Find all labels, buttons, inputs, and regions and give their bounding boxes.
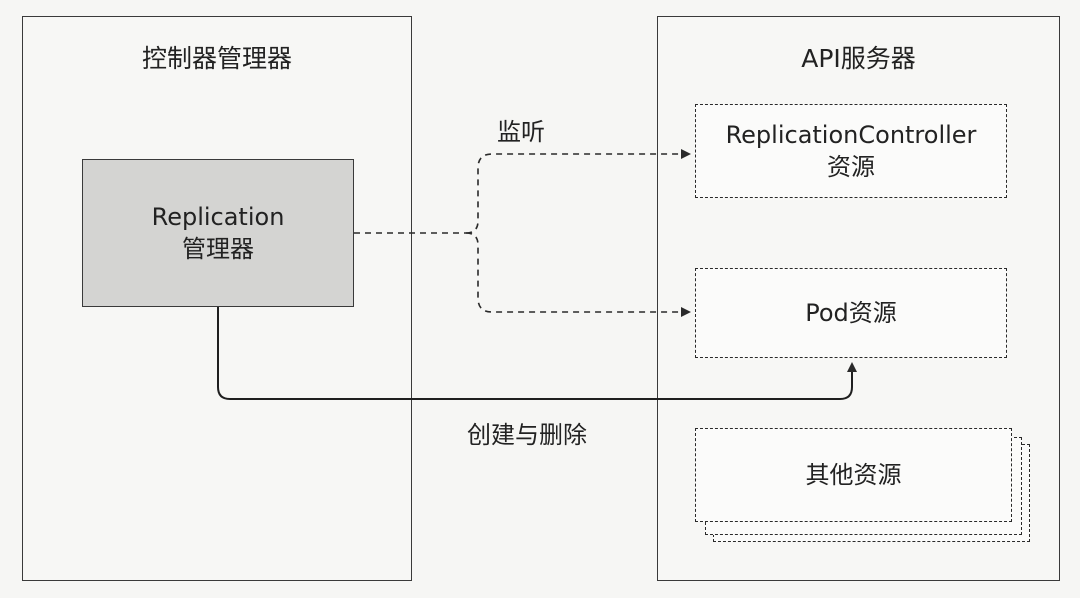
pod-resource-label: Pod资源 <box>805 298 897 327</box>
pod-resource-box: Pod资源 <box>695 268 1007 358</box>
other-resources-box: 其他资源 <box>695 428 1012 522</box>
rc-resource-label-line2: 资源 <box>827 153 875 181</box>
create-delete-label: 创建与删除 <box>467 421 587 449</box>
controller-manager-title: 控制器管理器 <box>141 44 292 73</box>
watch-brace-lower-line <box>465 232 691 317</box>
rc-resource-label-line1: ReplicationController <box>725 120 977 149</box>
replication-controller-resource-box: ReplicationController 资源 <box>695 104 1007 198</box>
replication-manager-box: Replication 管理器 <box>82 159 354 307</box>
watch-label: 监听 <box>497 118 545 146</box>
replication-manager-label-line2: 管理器 <box>182 235 254 263</box>
replication-manager-label-line1: Replication <box>151 202 285 231</box>
watch-brace-upper-line <box>465 149 691 234</box>
api-server-title: API服务器 <box>801 44 916 73</box>
other-resources-label: 其他资源 <box>805 460 902 489</box>
